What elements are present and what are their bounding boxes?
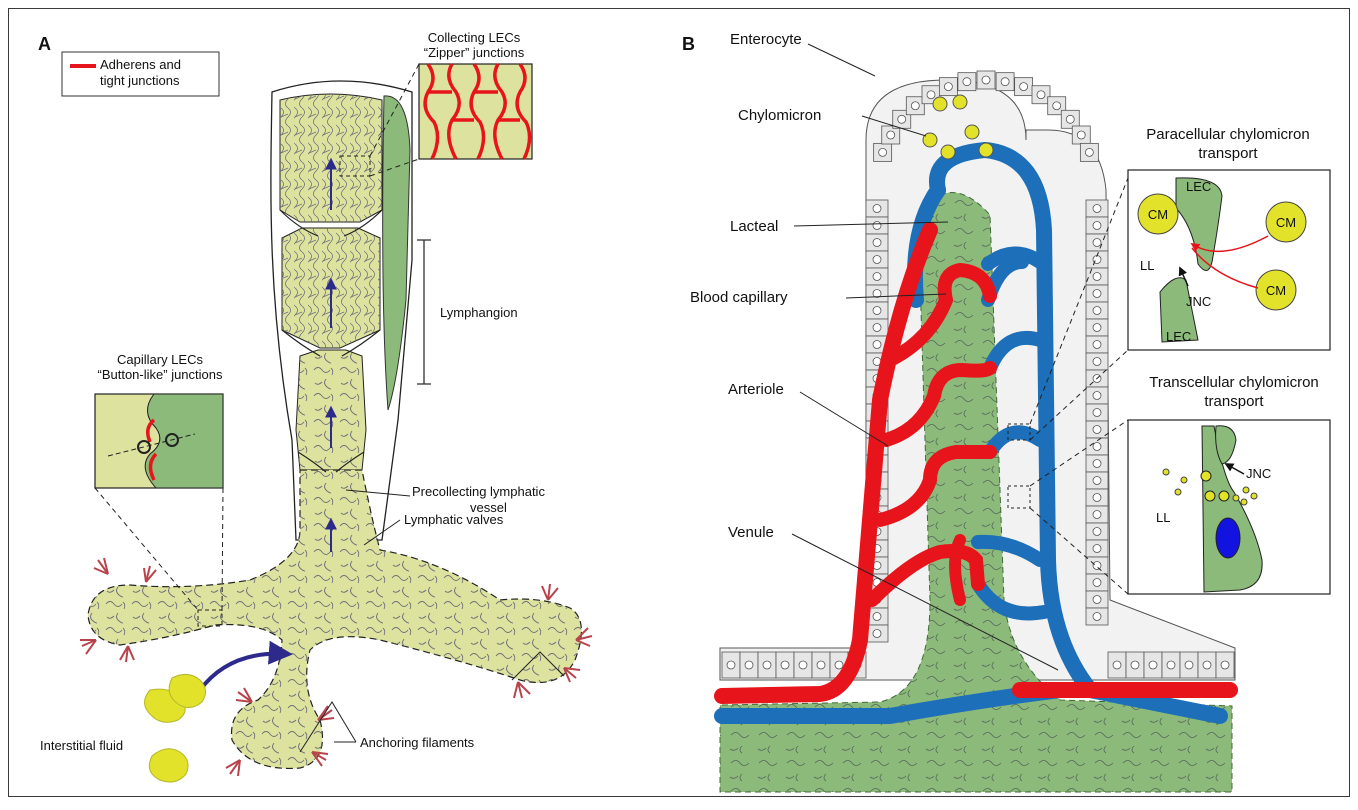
figure-frame — [8, 8, 1350, 797]
